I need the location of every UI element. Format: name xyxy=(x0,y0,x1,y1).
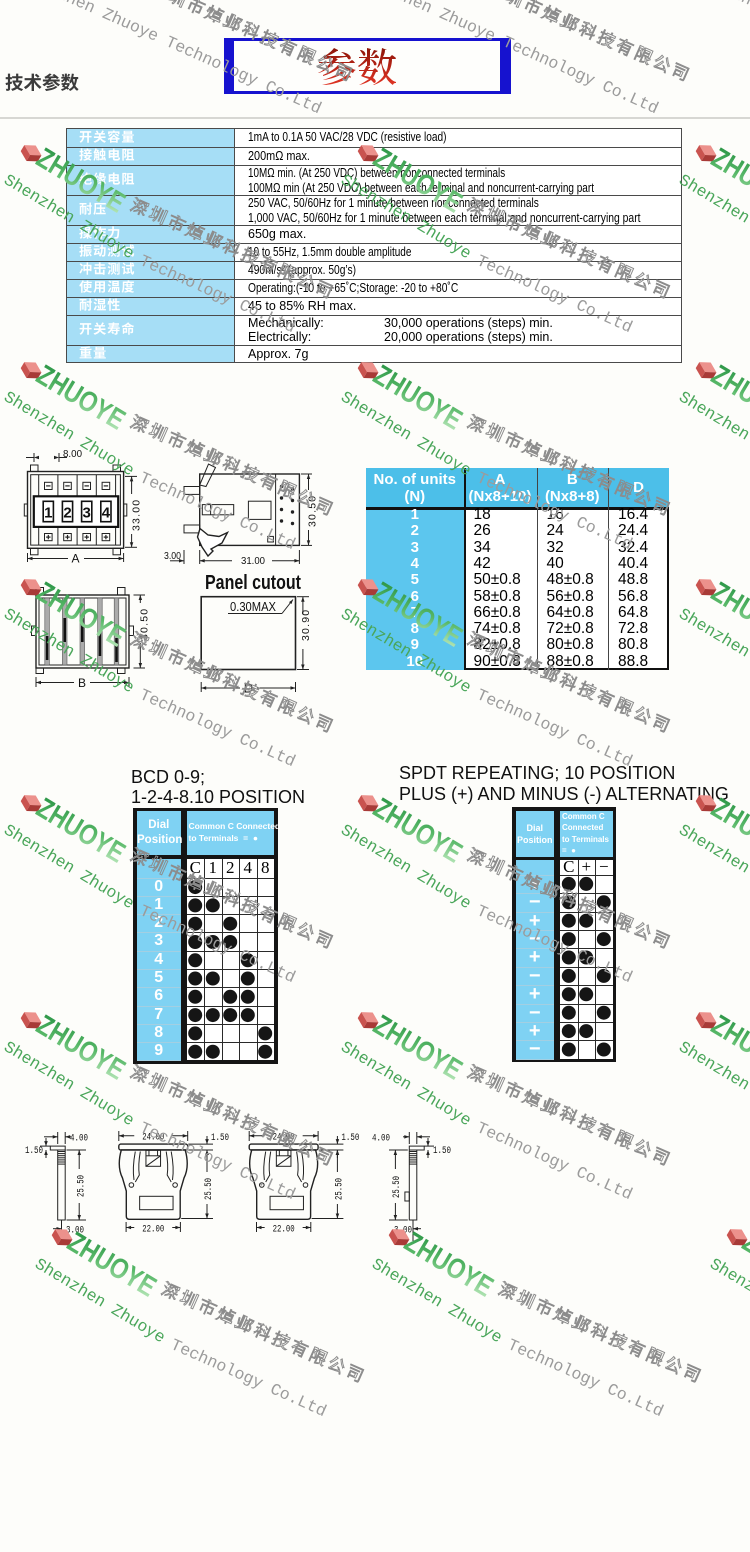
svg-text:4.00: 4.00 xyxy=(70,1134,88,1145)
svg-text:1.50: 1.50 xyxy=(25,1146,43,1157)
svg-text:22.00: 22.00 xyxy=(142,1224,164,1235)
svg-text:24.00: 24.00 xyxy=(273,1133,295,1144)
svg-text:25.50: 25.50 xyxy=(334,1178,345,1200)
svg-text:3.00: 3.00 xyxy=(394,1226,412,1237)
svg-text:8.00: 8.00 xyxy=(63,448,82,460)
svg-text:1.50: 1.50 xyxy=(433,1146,451,1157)
svg-text:Panel cutout: Panel cutout xyxy=(205,572,301,594)
svg-text:3: 3 xyxy=(83,505,91,522)
svg-text:4: 4 xyxy=(102,505,111,522)
svg-text:4.00: 4.00 xyxy=(372,1134,390,1145)
svg-text:B: B xyxy=(78,676,86,690)
svg-text:25.50: 25.50 xyxy=(392,1176,403,1198)
svg-text:1.50: 1.50 xyxy=(341,1133,359,1144)
svg-text:3.00: 3.00 xyxy=(164,550,181,562)
svg-text:A: A xyxy=(71,552,79,566)
svg-text:30.50: 30.50 xyxy=(139,608,151,640)
svg-text:25.50: 25.50 xyxy=(204,1178,215,1200)
svg-text:3.00: 3.00 xyxy=(66,1226,84,1237)
svg-text:24.00: 24.00 xyxy=(142,1133,164,1144)
svg-text:30.50: 30.50 xyxy=(307,495,319,527)
svg-text:25.50: 25.50 xyxy=(77,1175,88,1197)
svg-text:1.50: 1.50 xyxy=(211,1133,229,1144)
svg-text:2: 2 xyxy=(63,505,71,522)
svg-text:0.30MAX: 0.30MAX xyxy=(230,600,277,614)
svg-text:22.00: 22.00 xyxy=(273,1224,295,1235)
svg-text:D: D xyxy=(244,681,253,696)
svg-text:31.00: 31.00 xyxy=(241,555,265,567)
svg-text:33.00: 33.00 xyxy=(131,499,143,531)
svg-text:1: 1 xyxy=(44,505,52,522)
svg-text:30.90: 30.90 xyxy=(300,609,312,641)
